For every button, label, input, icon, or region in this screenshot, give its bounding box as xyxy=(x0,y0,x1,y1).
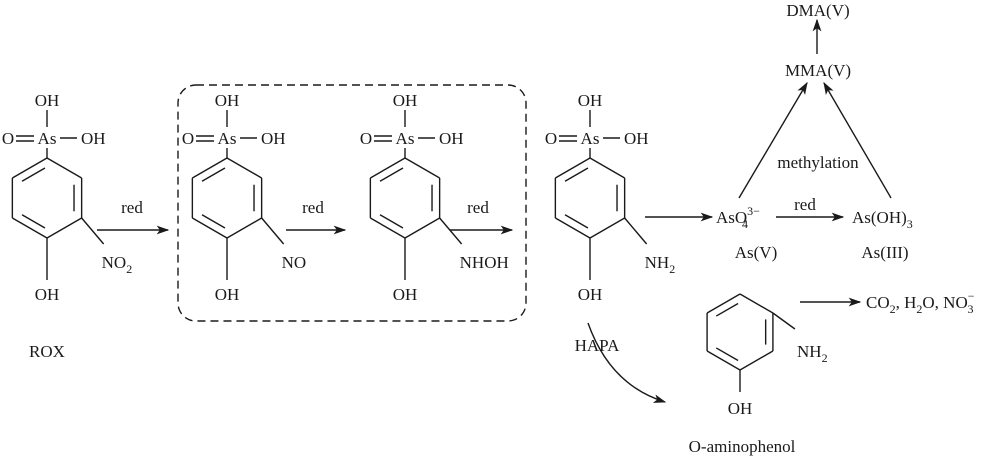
dma-label: DMA(V) xyxy=(786,1,849,20)
phenol-oh: OH xyxy=(578,285,603,304)
arsonic-oxo: O xyxy=(545,129,557,148)
ring-double-bond xyxy=(21,167,46,182)
arsenic-atom: As xyxy=(218,129,237,148)
substituent-bond xyxy=(261,217,285,245)
ring-bond xyxy=(12,157,48,179)
arsenic-atom: As xyxy=(581,129,600,148)
arsenite-state: As(III) xyxy=(861,243,908,262)
phenol-oh: OH xyxy=(393,285,418,304)
ring-bond xyxy=(226,217,262,239)
ring-bond xyxy=(192,157,228,179)
arsonic-oxo: O xyxy=(2,129,14,148)
substituent-bond xyxy=(81,217,105,245)
ring-bond xyxy=(404,157,440,179)
hapa-to-aminophenol-arrow xyxy=(587,322,667,403)
substituent-2: NHOH xyxy=(460,253,509,272)
ring-bond xyxy=(370,157,406,179)
reduction-label-3: red xyxy=(467,198,489,217)
arsonic-oh-right: OH xyxy=(439,129,464,148)
ring-bond xyxy=(706,350,741,371)
arsonic-oh-top: OH xyxy=(35,91,60,110)
ring-double-bond xyxy=(564,167,589,182)
arsonic-oh-top: OH xyxy=(578,91,603,110)
aminophenol-nh2: NH2 xyxy=(797,342,828,365)
ring-bond xyxy=(739,293,774,314)
reduction-label-2: red xyxy=(302,198,324,217)
aminophenol-oh: OH xyxy=(728,399,753,418)
intermediates-box xyxy=(177,84,527,322)
arsonic-oh-top: OH xyxy=(215,91,240,110)
mma-label: MMA(V) xyxy=(785,61,851,80)
ring-bond xyxy=(589,217,625,239)
ring-bond xyxy=(589,157,625,179)
methylation-arrow-arsenate xyxy=(738,81,808,199)
ring-bond xyxy=(192,217,228,239)
methylation-label: methylation xyxy=(777,153,859,172)
ring-bond xyxy=(739,350,774,371)
ring-double-bond xyxy=(201,167,226,182)
substituent-bond xyxy=(439,217,463,245)
ring-bond xyxy=(555,217,591,239)
ring-bond xyxy=(46,217,82,239)
ring-bond xyxy=(555,157,591,179)
arsenate-formula: AsO3−4 xyxy=(716,204,760,231)
ring-double-bond xyxy=(715,302,739,317)
nh2-bond xyxy=(772,312,796,330)
methylation-arrow-arsenite xyxy=(823,81,892,199)
ring-bond xyxy=(46,157,82,179)
substituent-3: NH2 xyxy=(645,253,676,276)
substituent-bond xyxy=(624,217,648,245)
arsonic-oh-right: OH xyxy=(261,129,286,148)
reduction-label-1: red xyxy=(121,198,143,217)
arsonic-oh-right: OH xyxy=(81,129,106,148)
molecule-intermediate-1: OH As O OH OH NO xyxy=(182,91,306,304)
molecule-intermediate-2: OH As O OH OH NHOH xyxy=(360,91,509,304)
phenol-oh: OH xyxy=(215,285,240,304)
arsenate-reduction-label: red xyxy=(794,195,816,214)
arsenic-atom: As xyxy=(38,129,57,148)
ring-double-bond xyxy=(201,214,226,229)
ring-double-bond xyxy=(564,214,589,229)
arsonic-oh-top: OH xyxy=(393,91,418,110)
ring-bond xyxy=(370,217,406,239)
substituent-1: NO xyxy=(282,253,307,272)
molecule-o-aminophenol xyxy=(706,293,796,392)
ring-double-bond xyxy=(715,347,739,362)
ring-bond xyxy=(226,157,262,179)
arsenic-atom: As xyxy=(396,129,415,148)
ring-double-bond xyxy=(379,214,404,229)
arsenate-state: As(V) xyxy=(735,243,778,262)
mineralization-products: CO2, H2O, NO−3 xyxy=(866,289,975,316)
arsenite-formula: As(OH)3 xyxy=(852,208,913,231)
arsonic-oxo: O xyxy=(360,129,372,148)
ring-bond xyxy=(404,217,440,239)
ring-double-bond xyxy=(379,167,404,182)
ring-double-bond xyxy=(21,214,46,229)
ring-bond xyxy=(706,293,741,314)
arsonic-oxo: O xyxy=(182,129,194,148)
ring-bond xyxy=(12,217,48,239)
molecule-name: ROX xyxy=(29,342,65,361)
aminophenol-name: O-aminophenol xyxy=(689,437,796,456)
phenol-oh: OH xyxy=(35,285,60,304)
substituent-0: NO2 xyxy=(102,253,133,276)
arsonic-oh-right: OH xyxy=(624,129,649,148)
